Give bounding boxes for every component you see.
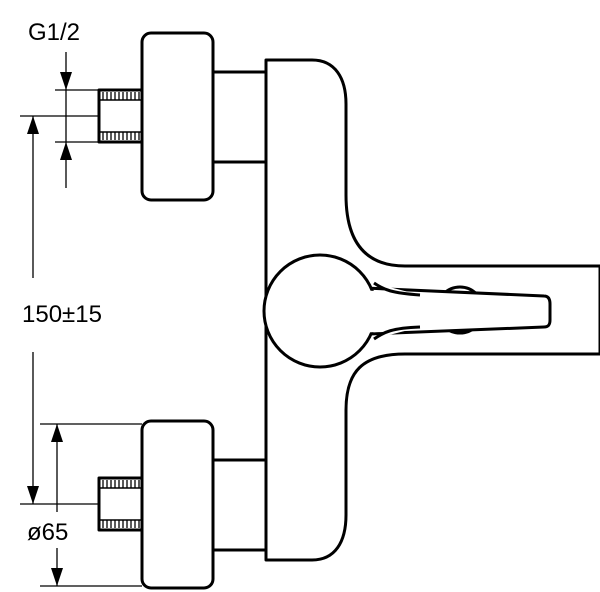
top-connection — [97, 31, 268, 202]
bottom-rosette — [140, 419, 215, 590]
bottom-connector-stub — [210, 458, 268, 552]
top-connector-stub — [210, 70, 268, 164]
center-distance-dimension: 150±15 — [20, 115, 102, 505]
top-rosette — [140, 31, 215, 202]
center-distance-label: 150±15 — [22, 301, 102, 328]
thread-size-label: G1/2 — [28, 19, 80, 46]
top-threaded-nipple — [97, 88, 144, 144]
rosette-diameter-dimension: ø65 — [27, 423, 142, 587]
rosette-diameter-label: ø65 — [27, 519, 68, 546]
lever-handle — [262, 253, 552, 369]
thread-dimension: G1/2 — [28, 19, 99, 188]
lever-joint — [355, 290, 420, 333]
bottom-threaded-nipple — [97, 476, 144, 532]
bottom-connection — [97, 419, 268, 590]
